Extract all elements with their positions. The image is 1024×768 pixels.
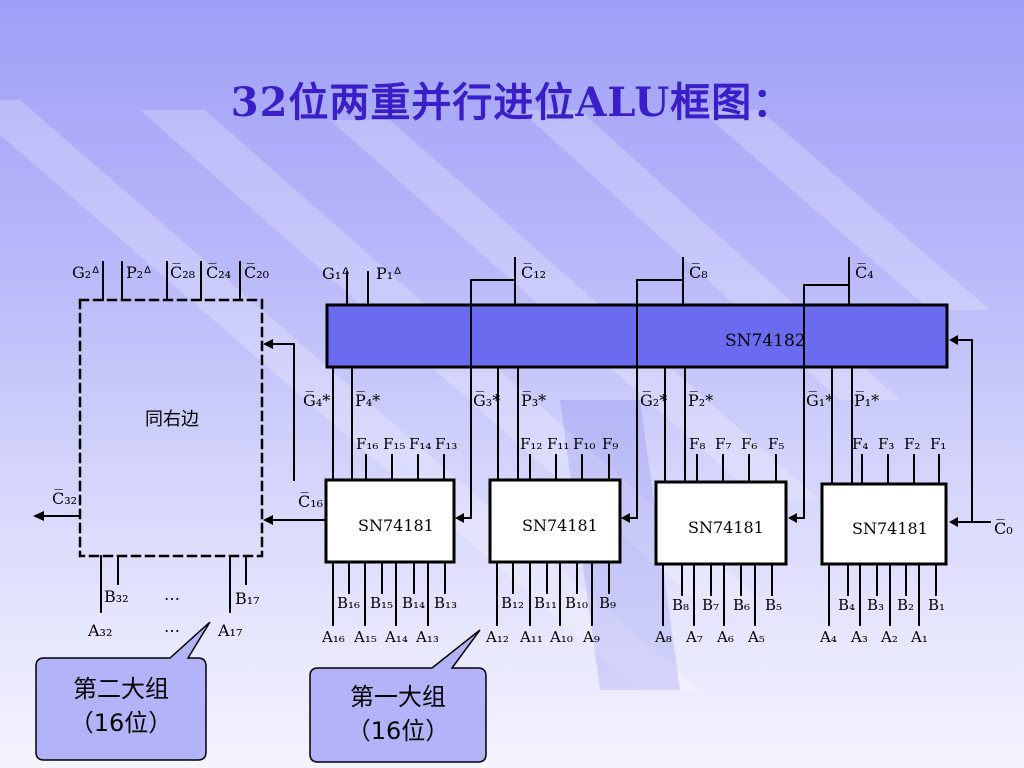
a-label: A₂	[880, 628, 898, 646]
f1-label: F₄	[852, 435, 868, 453]
f4-label: F₁₃	[435, 435, 457, 453]
f2-label: F₈	[689, 435, 705, 453]
carry-c32-label: C̅₃₂	[52, 488, 77, 508]
upper-top-signal: C̅₂₄	[206, 262, 231, 282]
f2-label: F₇	[715, 435, 731, 453]
upper-top-signal: P₂ᐞ	[126, 263, 152, 282]
a-label: A₃	[850, 628, 868, 646]
a-label: A₁₁	[519, 628, 543, 646]
f3-label: F₁₀	[573, 435, 595, 453]
alu-block-3	[488, 478, 622, 564]
cla-carry-c12-label: C̅₁₂	[521, 262, 546, 282]
callout-bubble-lower	[309, 629, 487, 763]
a-label: A₅	[747, 628, 765, 646]
alu-block-4-label: SN74181	[358, 516, 434, 535]
page-title: 32位两重并行进位ALU框图：	[230, 79, 794, 126]
b-label: B₁₁	[534, 594, 557, 612]
f1-label: F₁	[930, 435, 946, 453]
alu-1-g-label: G̅₁*	[806, 390, 833, 410]
f3-label: F₁₁	[547, 435, 569, 453]
a-label: A₈	[654, 628, 672, 646]
upper-bottom-b: …	[164, 585, 180, 604]
alu-block-2-label: SN74181	[688, 518, 764, 537]
callout-upper-line1: 第二大组	[73, 675, 169, 703]
f4-label: F₁₆	[356, 435, 378, 453]
b-label: B₈	[672, 596, 689, 614]
upper-top-signal: C̅₂₀	[244, 262, 269, 282]
alu-2-g-label: G̅₂*	[640, 390, 667, 410]
f4-label: F₁₅	[383, 435, 405, 453]
a-label: A₁₅	[353, 628, 377, 646]
alu-3-p-label: P̅₃*	[521, 390, 546, 410]
upper-bottom-a: A₁₇	[217, 621, 242, 640]
alu-block-3-label: SN74181	[522, 516, 598, 535]
b-label: B₉	[599, 594, 616, 612]
a-label: A₁	[910, 628, 928, 646]
a-label: A₁₀	[549, 628, 573, 646]
b-label: B₂	[897, 596, 914, 614]
b-label: B₆	[733, 596, 750, 614]
alu-block-2	[654, 480, 788, 566]
f3-label: F₉	[602, 435, 618, 453]
cla-g-output-label: G₁ᐞ	[322, 264, 350, 283]
upper-group-label: 同右边	[145, 409, 199, 430]
cla-block-label: SN74182	[725, 331, 806, 351]
alu-3-g-label: G̅₃*	[473, 390, 500, 410]
upper-bottom-a: …	[164, 617, 180, 636]
b-label: B₁₂	[501, 594, 524, 612]
b-label: B₁₅	[370, 594, 393, 612]
f1-label: F₂	[904, 435, 920, 453]
b-label: B₁₃	[434, 594, 457, 612]
alu-4-p-label: P̅₄*	[355, 390, 380, 410]
callout-lower-line2: （16位）	[346, 717, 450, 745]
b-label: B₁₆	[337, 594, 360, 612]
b-label: B₄	[838, 596, 855, 614]
b-label: B₅	[765, 596, 782, 614]
f1-label: F₃	[878, 435, 894, 453]
a-label: A₇	[685, 628, 703, 646]
upper-top-signal: G₂ᐞ	[72, 263, 100, 282]
f4-label: F₁₄	[409, 435, 431, 453]
b-label: B₇	[702, 596, 719, 614]
a-label: A₆	[716, 628, 734, 646]
upper-top-signal: C̅₂₈	[170, 262, 195, 282]
b-label: B₃	[867, 596, 884, 614]
alu-block-4	[324, 478, 456, 564]
f2-label: F₅	[768, 435, 784, 453]
b-label: B₁₀	[565, 594, 588, 612]
a-label: A₁₂	[485, 628, 509, 646]
a-label: A₁₄	[384, 628, 408, 646]
callout-upper-text: 第二大组 （16位）	[36, 672, 206, 740]
alu-2-p-label: P̅₂*	[688, 390, 713, 410]
alu-block-1	[820, 482, 948, 566]
b-label: B₁₄	[402, 594, 425, 612]
cla-carry-c4-label: C̅₄	[855, 262, 874, 282]
upper-bottom-b: B₁₇	[235, 589, 260, 608]
a-label: A₄	[819, 628, 837, 646]
cla-carry-c8-label: C̅₈	[689, 262, 708, 282]
callout-upper-line2: （16位）	[69, 709, 173, 737]
alu-1-p-label: P̅₁*	[854, 390, 879, 410]
carry-c0-label: C̅₀	[994, 518, 1013, 538]
a-label: A₁₃	[415, 628, 439, 646]
alu-4-g-label: G̅₄*	[303, 390, 330, 410]
a-label: A₁₆	[321, 628, 345, 646]
b-label: B₁	[928, 596, 945, 614]
a-label: A₉	[582, 628, 600, 646]
upper-bottom-a: A₃₂	[87, 621, 112, 640]
carry-c16-label: C̅₁₆	[298, 491, 323, 511]
callout-lower-text: 第一大组 （16位）	[310, 680, 486, 748]
f3-label: F₁₂	[520, 435, 542, 453]
cla-p-output-label: P₁ᐞ	[376, 264, 402, 283]
upper-bottom-b: B₃₂	[104, 587, 129, 606]
f2-label: F₆	[741, 435, 757, 453]
alu-block-1-label: SN74181	[852, 519, 928, 538]
callout-bubble-upper	[35, 621, 211, 761]
callout-lower-line1: 第一大组	[350, 683, 446, 711]
upper-group-block	[78, 298, 264, 558]
